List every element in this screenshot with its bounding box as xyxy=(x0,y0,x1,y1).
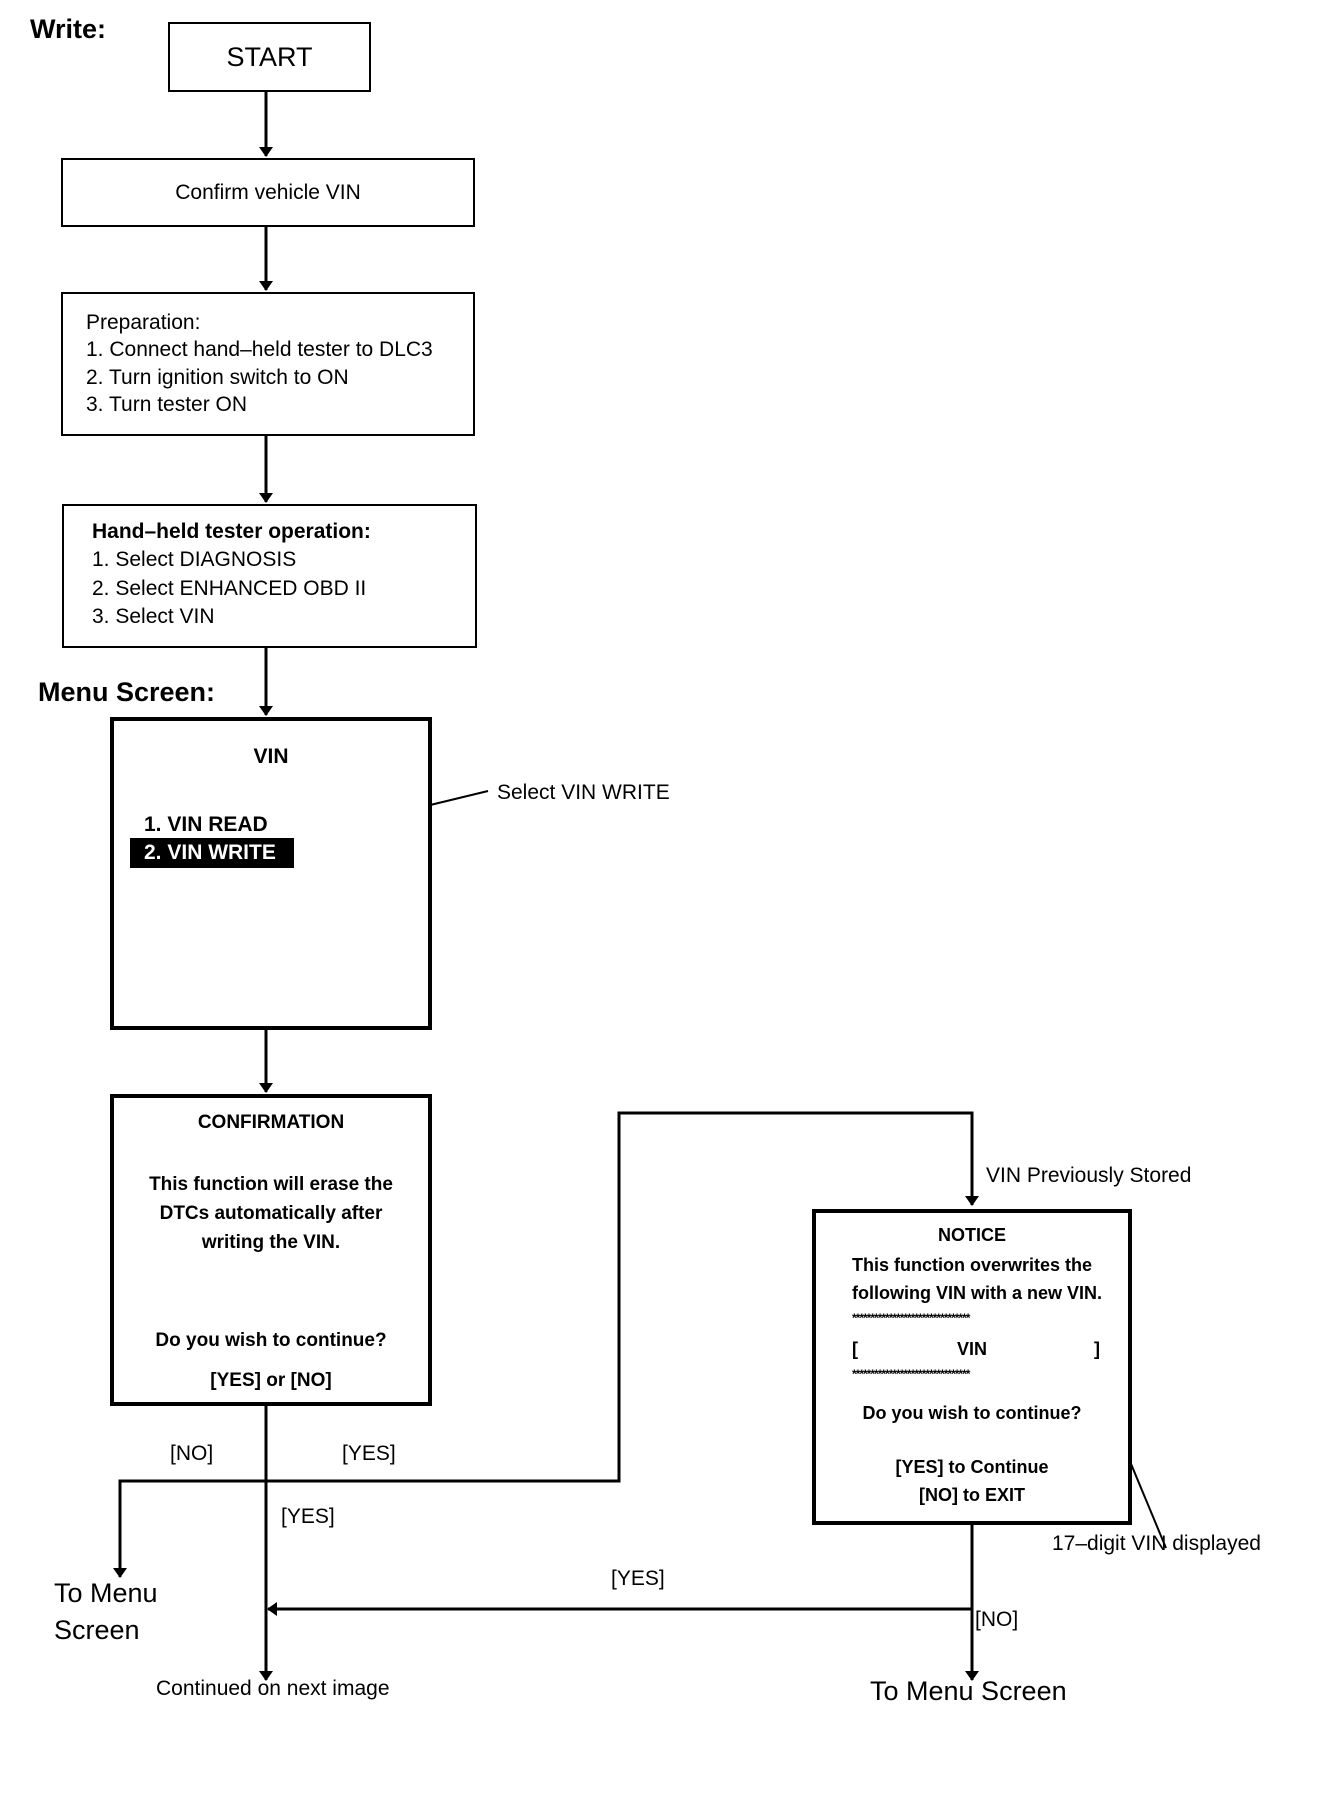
menu-item-vin-read: 1. VIN READ xyxy=(144,813,268,836)
confirmation-options: [YES] or [NO] xyxy=(210,1370,332,1391)
confirmation-message-line: writing the VIN. xyxy=(201,1232,341,1253)
confirmation-question: Do you wish to continue? xyxy=(155,1330,387,1351)
confirmation-title: CONFIRMATION xyxy=(197,1112,345,1133)
notice-vin-label: VIN xyxy=(956,1339,987,1359)
terminal-to-menu-screen-right: To Menu Screen xyxy=(870,1676,1067,1706)
vin-screen-title: VIN xyxy=(253,745,289,768)
preparation-step: 1. Connect hand–held tester to DLC3 xyxy=(86,338,433,362)
arrow-yes-to-notice xyxy=(266,1111,979,1483)
notice-vin-bracket-close: ] xyxy=(1094,1339,1100,1359)
tester-operation-step: 1. Select DIAGNOSIS xyxy=(92,548,297,572)
label-no-left: [NO] xyxy=(170,1442,214,1465)
preparation-node: Preparation: 1. Connect hand–held tester… xyxy=(61,292,475,436)
notice-option-yes: [YES] to Continue xyxy=(895,1457,1049,1477)
arrow-no-to-menu-left xyxy=(113,1479,266,1578)
callout-select-vin-write: Select VIN WRITE xyxy=(497,781,670,804)
label-yes-right: [YES] xyxy=(342,1442,396,1465)
tester-operation-node: Hand–held tester operation: 1. Select DI… xyxy=(62,504,477,648)
notice-stars-top: ******************************** xyxy=(852,1311,970,1325)
notice-title: NOTICE xyxy=(937,1225,1006,1245)
tester-operation-step: 3. Select VIN xyxy=(92,605,215,629)
confirmation-message: This function will erase the DTCs automa… xyxy=(114,1170,428,1257)
preparation-step: 2. Turn ignition switch to ON xyxy=(86,365,349,389)
write-heading: Write: xyxy=(30,14,107,44)
menu-item-vin-write-selected: 2. VIN WRITE xyxy=(130,838,294,868)
vin-menu-screen: VIN 1. VIN READ 2. VIN WRITE xyxy=(110,717,432,1030)
notice-option-no: [NO] to EXIT xyxy=(919,1485,1025,1505)
confirm-vin-label: Confirm vehicle VIN xyxy=(175,180,361,204)
notice-message-line: following VIN with a new VIN. xyxy=(852,1283,1103,1303)
notice-vin-bracket-open: [ xyxy=(852,1339,858,1359)
preparation-title: Preparation: xyxy=(86,311,201,334)
label-no-notice: [NO] xyxy=(975,1608,1019,1631)
confirm-vin-node: Confirm vehicle VIN xyxy=(61,158,475,227)
terminal-to-menu-line: Screen xyxy=(54,1615,140,1645)
confirmation-message-line: DTCs automatically after xyxy=(159,1203,383,1224)
notice-screen: NOTICE This function overwrites the foll… xyxy=(812,1209,1132,1525)
notice-question: Do you wish to continue? xyxy=(862,1403,1082,1423)
label-vin-previously-stored: VIN Previously Stored xyxy=(986,1164,1192,1187)
notice-message: This function overwrites the following V… xyxy=(852,1251,1102,1307)
terminal-to-menu-screen-left: To Menu Screen xyxy=(54,1575,158,1649)
tester-operation-step: 2. Select ENHANCED OBD II xyxy=(92,576,367,600)
start-node: START xyxy=(168,22,371,92)
confirmation-message-line: This function will erase the xyxy=(149,1174,393,1195)
notice-message-line: This function overwrites the xyxy=(852,1255,1093,1275)
preparation-step: 3. Turn tester ON xyxy=(86,392,248,416)
notice-stars-bottom: ******************************** xyxy=(852,1367,970,1381)
callout-17-digit-vin: 17–digit VIN displayed xyxy=(1052,1532,1261,1555)
start-label: START xyxy=(226,41,313,72)
menu-screen-heading: Menu Screen: xyxy=(38,677,216,707)
terminal-to-menu-line: To Menu xyxy=(54,1578,158,1608)
label-yes-return: [YES] xyxy=(611,1567,665,1590)
confirmation-screen: CONFIRMATION This function will erase th… xyxy=(110,1094,432,1406)
terminal-continued-next: Continued on next image xyxy=(156,1677,390,1700)
label-yes-down: [YES] xyxy=(281,1505,335,1528)
tester-operation-title: Hand–held tester operation: xyxy=(92,520,371,543)
